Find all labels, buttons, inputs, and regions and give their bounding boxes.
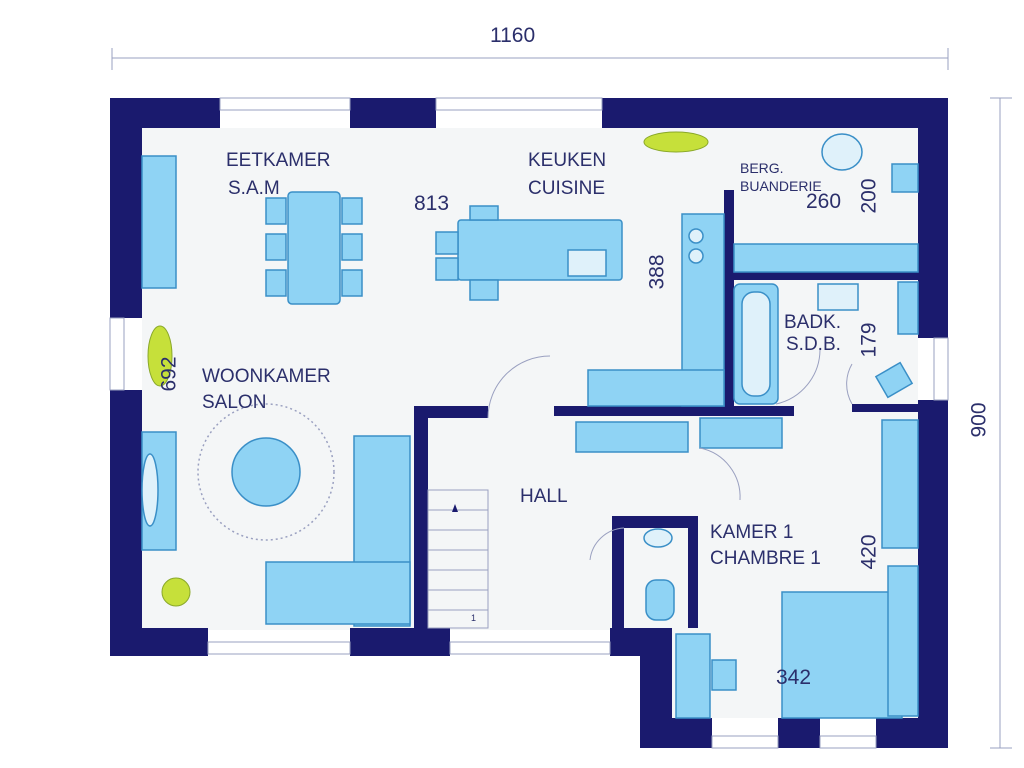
room-label-kamer1: KAMER 1 xyxy=(710,522,794,543)
room-label-woonkamer: WOONKAMER xyxy=(202,366,331,387)
inner-walls xyxy=(414,190,918,628)
bed xyxy=(781,591,903,719)
plant-icon xyxy=(643,131,709,153)
dimension-berg-depth: 200 xyxy=(857,178,881,214)
dining-set xyxy=(265,191,363,305)
bedroom-furniture xyxy=(675,419,919,719)
room-label-sam: S.A.M xyxy=(228,178,280,199)
room-label-buanderie: BUANDERIE xyxy=(740,178,822,194)
dimension-total-width: 1160 xyxy=(490,24,536,47)
washing-machine-icon xyxy=(821,133,863,171)
plants xyxy=(147,131,709,607)
room-label-badk: BADK. xyxy=(784,312,842,333)
room-label-berg: BERG. xyxy=(740,160,784,176)
dimension-eetkamer-width: 813 xyxy=(414,192,450,215)
dimension-total-depth: 900 xyxy=(967,402,991,438)
toilet-icon xyxy=(645,579,675,621)
desk xyxy=(675,633,711,719)
sofa-chaise xyxy=(265,561,411,625)
room-label-salon: SALON xyxy=(202,392,267,413)
room-label-eetkamer: EETKAMER xyxy=(226,150,331,171)
coffee-table xyxy=(231,437,301,507)
windows xyxy=(109,97,949,749)
sink-icon xyxy=(817,283,859,311)
dimension-woonkamer-depth: 692 xyxy=(157,356,181,392)
bathroom-fixtures xyxy=(733,281,919,405)
dimension-kamer-width: 342 xyxy=(776,666,812,689)
dimension-berg-width: 260 xyxy=(806,190,842,213)
dimension-badk-depth: 179 xyxy=(857,322,881,358)
outer-walls xyxy=(110,98,948,748)
dimension-kamer-depth: 420 xyxy=(857,534,881,570)
toilet-room xyxy=(643,528,675,621)
wardrobe xyxy=(881,419,919,549)
staircase xyxy=(427,489,489,629)
plant-icon xyxy=(147,325,173,387)
room-label-keuken: KEUKEN xyxy=(528,150,607,171)
room-label-hall: HALL xyxy=(520,486,568,507)
living-furniture xyxy=(141,155,411,627)
kitchen-counter xyxy=(587,213,725,407)
kitchen-island xyxy=(435,205,623,301)
hall-cabinet xyxy=(575,417,783,453)
laundry-units xyxy=(733,133,919,273)
stair-step-marker: 1 xyxy=(471,613,477,623)
plant-icon xyxy=(161,577,191,607)
room-label-sdb: S.D.B. xyxy=(786,334,841,355)
rug xyxy=(197,403,335,541)
sink-icon xyxy=(643,528,673,548)
stair-arrow-icon xyxy=(452,504,458,512)
dimension-keuken-depth: 388 xyxy=(645,254,669,290)
room-label-chambre1: CHAMBRE 1 xyxy=(710,548,821,569)
room-label-cuisine: CUISINE xyxy=(528,178,606,199)
door-swings xyxy=(487,349,853,561)
